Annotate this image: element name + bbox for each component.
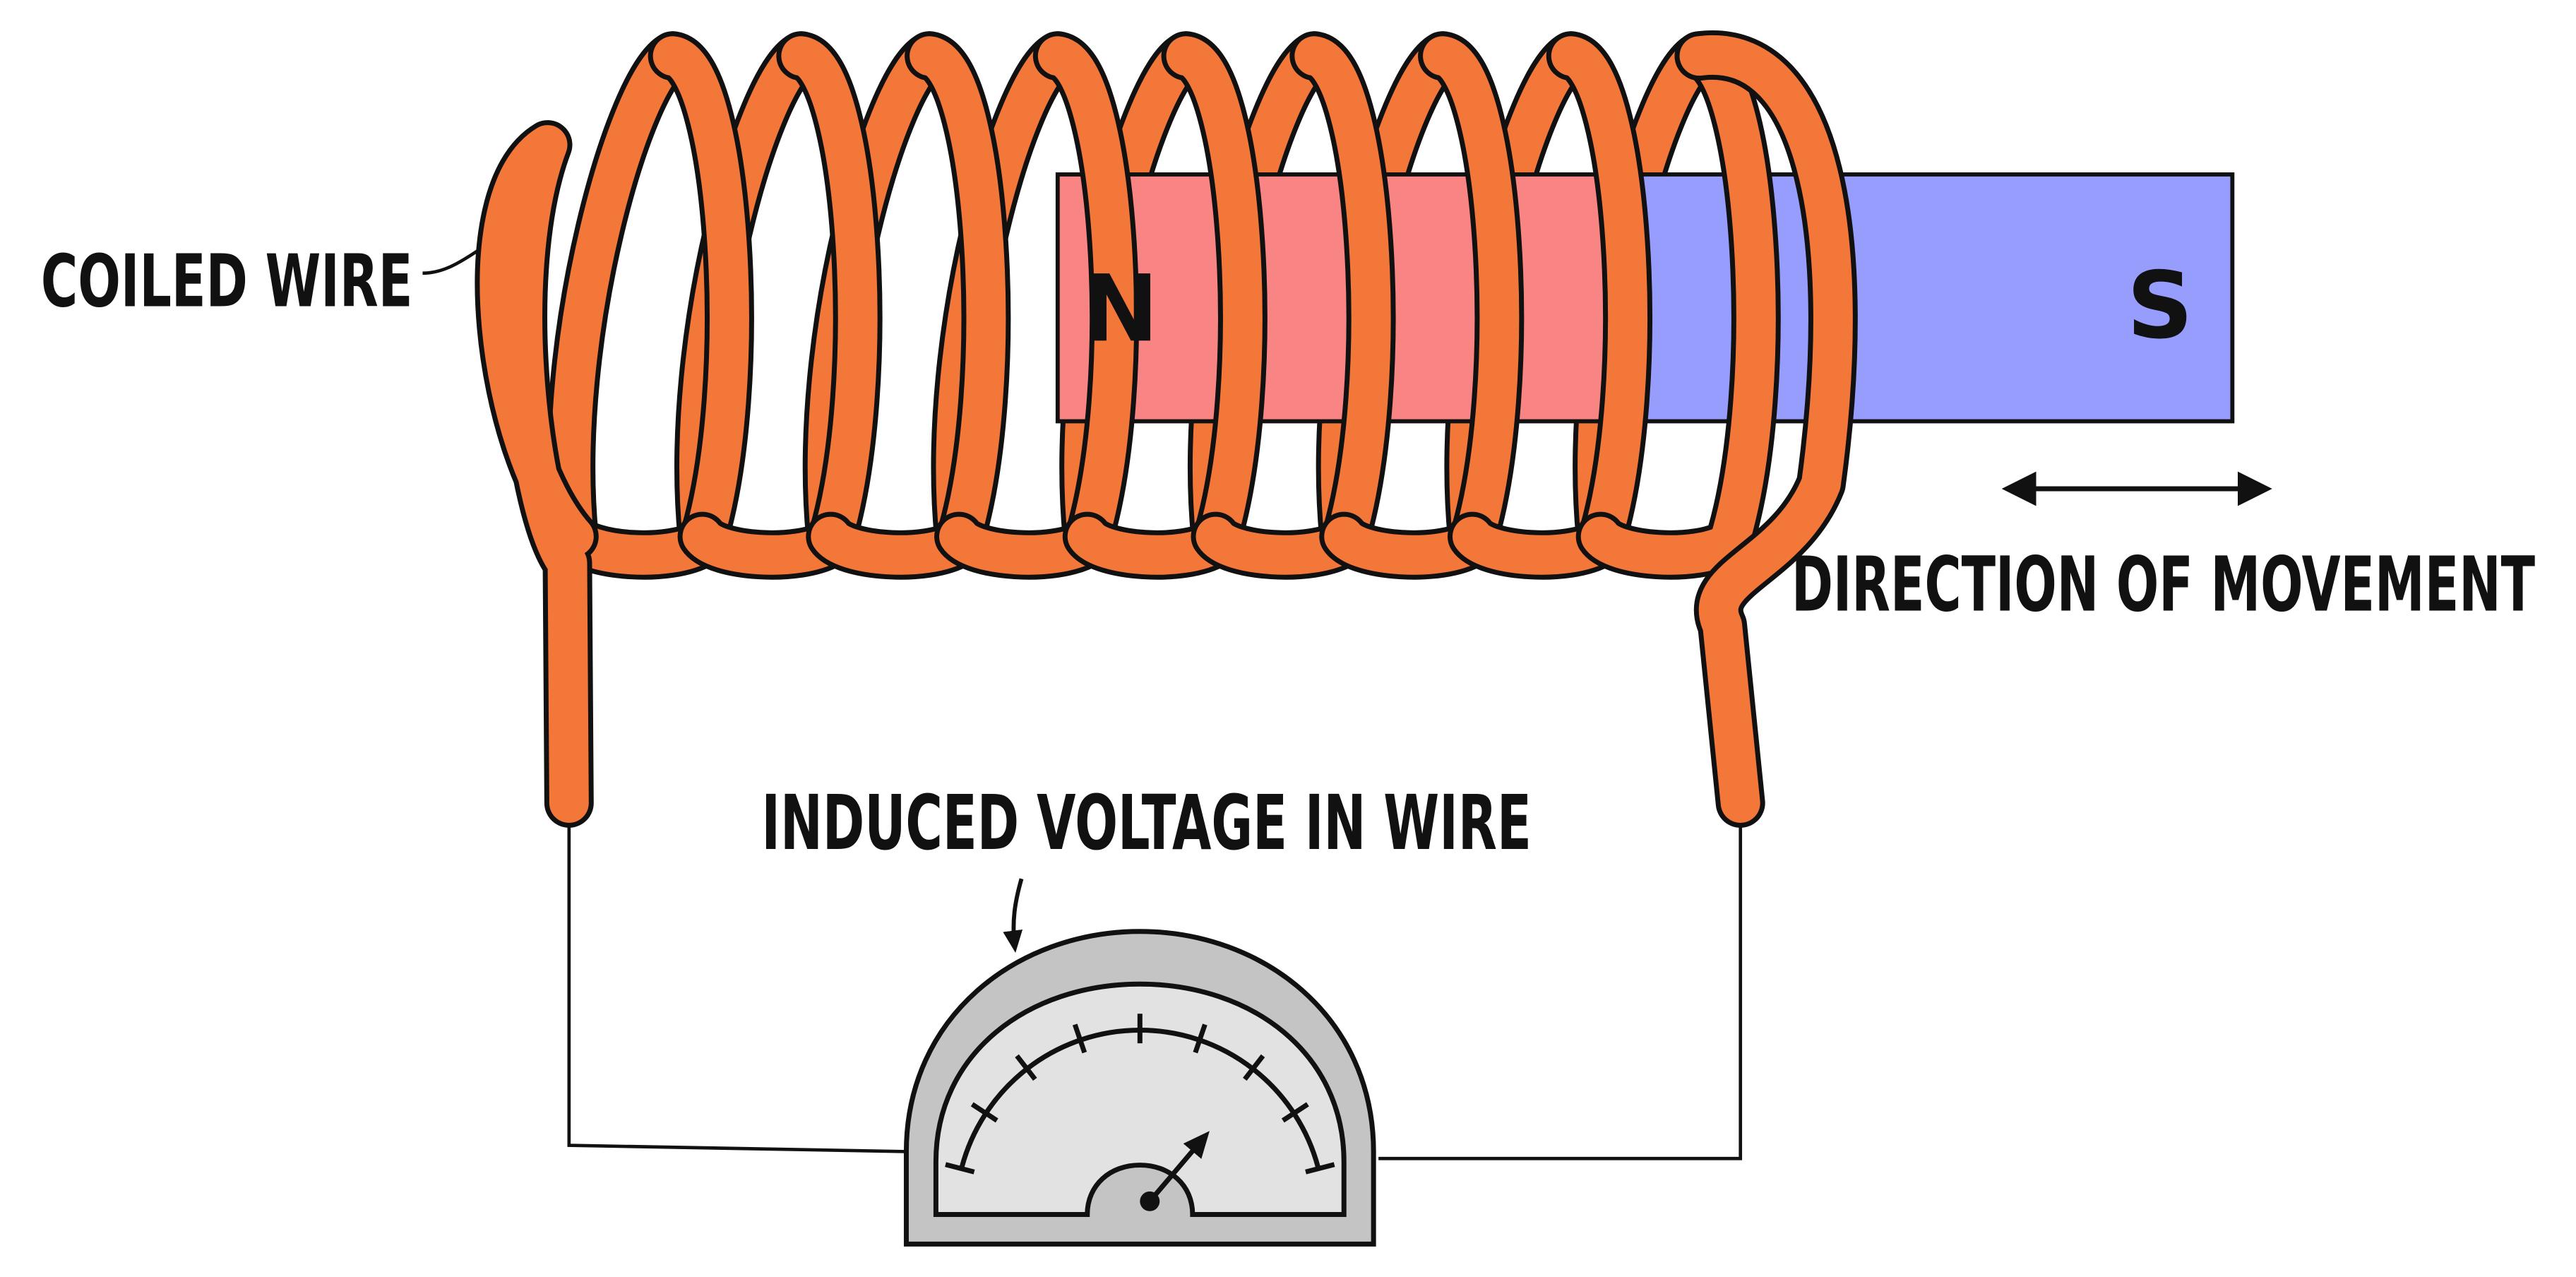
induced-voltage-pointer (1003, 878, 1024, 953)
coiled-wire-label: COILED WIRE (41, 239, 413, 323)
coil-loop-front (549, 31, 754, 580)
coiled-wire-leader (422, 249, 479, 275)
meter-tick (1305, 1162, 1335, 1175)
north-pole-label: N (1082, 255, 1159, 362)
direction-of-movement-label: DIRECTION OF MOVEMENT (1791, 541, 2535, 629)
meter-tick (945, 1162, 975, 1175)
coil-front-loops (475, 30, 1858, 828)
coil-loop-front (1062, 31, 1268, 580)
right-circuit-wire (1378, 819, 1743, 1160)
galvanometer-icon (903, 929, 1376, 1247)
left-circuit-wire (567, 819, 926, 1154)
coil-loop-front (806, 31, 1011, 580)
circuit-wires (567, 819, 1743, 1160)
coil-loop-front (1575, 31, 1781, 580)
meter-scale-ticks (945, 1014, 1335, 1175)
south-pole-label: S (2127, 252, 2193, 360)
coil-loop-front (934, 31, 1140, 580)
induced-voltage-label: INDUCED VOLTAGE IN WIRE (761, 780, 1531, 867)
meter-scale-arc (959, 1028, 1321, 1170)
meter-needle (1147, 1131, 1210, 1204)
left-lead-wire (475, 120, 599, 828)
meter-pivot (1140, 1191, 1160, 1211)
right-lead-wire (1674, 30, 1858, 828)
coil-loop-back (546, 31, 698, 562)
coil-loop-front (677, 31, 883, 580)
coil-loop-front (1319, 31, 1525, 580)
coil-loop-front (1191, 31, 1396, 580)
coil-loop-front (1448, 31, 1652, 580)
